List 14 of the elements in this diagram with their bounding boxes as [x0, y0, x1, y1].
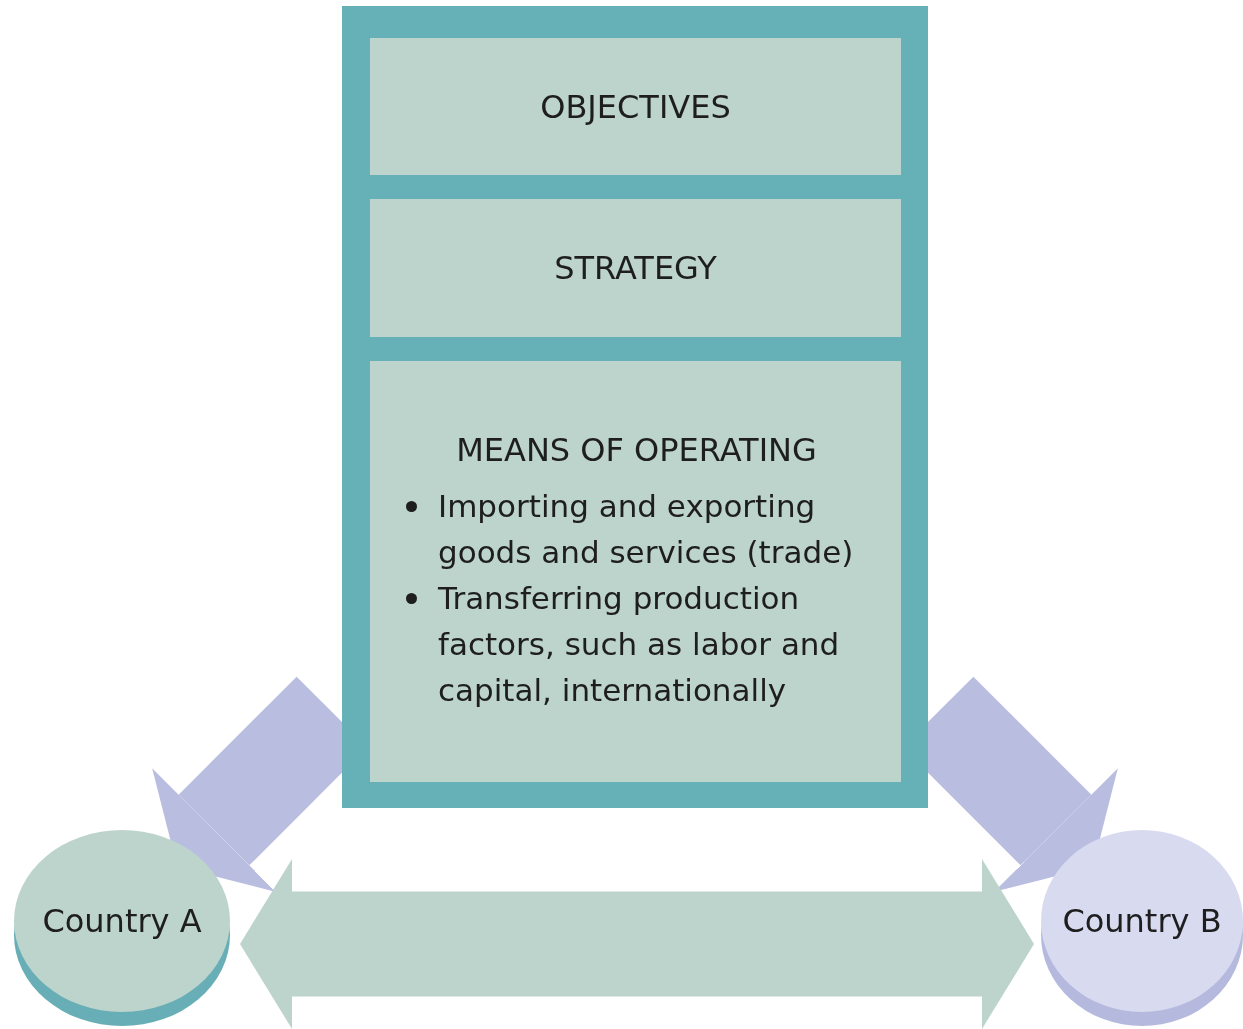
country-ellipse — [1041, 830, 1243, 1026]
section-heading: MEANS OF OPERATING — [456, 430, 817, 469]
section-box — [370, 38, 901, 175]
country-name: Country A — [42, 902, 202, 940]
section-heading: STRATEGY — [554, 249, 717, 287]
country-name: Country B — [1062, 902, 1222, 940]
bullet-item: Importing and exporting goods and services (trade) — [392, 482, 881, 575]
block-arrow — [240, 859, 1034, 1029]
bullet-item: Transferring production factors, such as labor and capital, internationally — [392, 574, 881, 713]
frame-box — [342, 6, 928, 808]
country-ellipse — [14, 830, 230, 1026]
section-box — [370, 199, 901, 337]
section-heading: OBJECTIVES — [540, 87, 731, 126]
section-box — [370, 361, 901, 782]
